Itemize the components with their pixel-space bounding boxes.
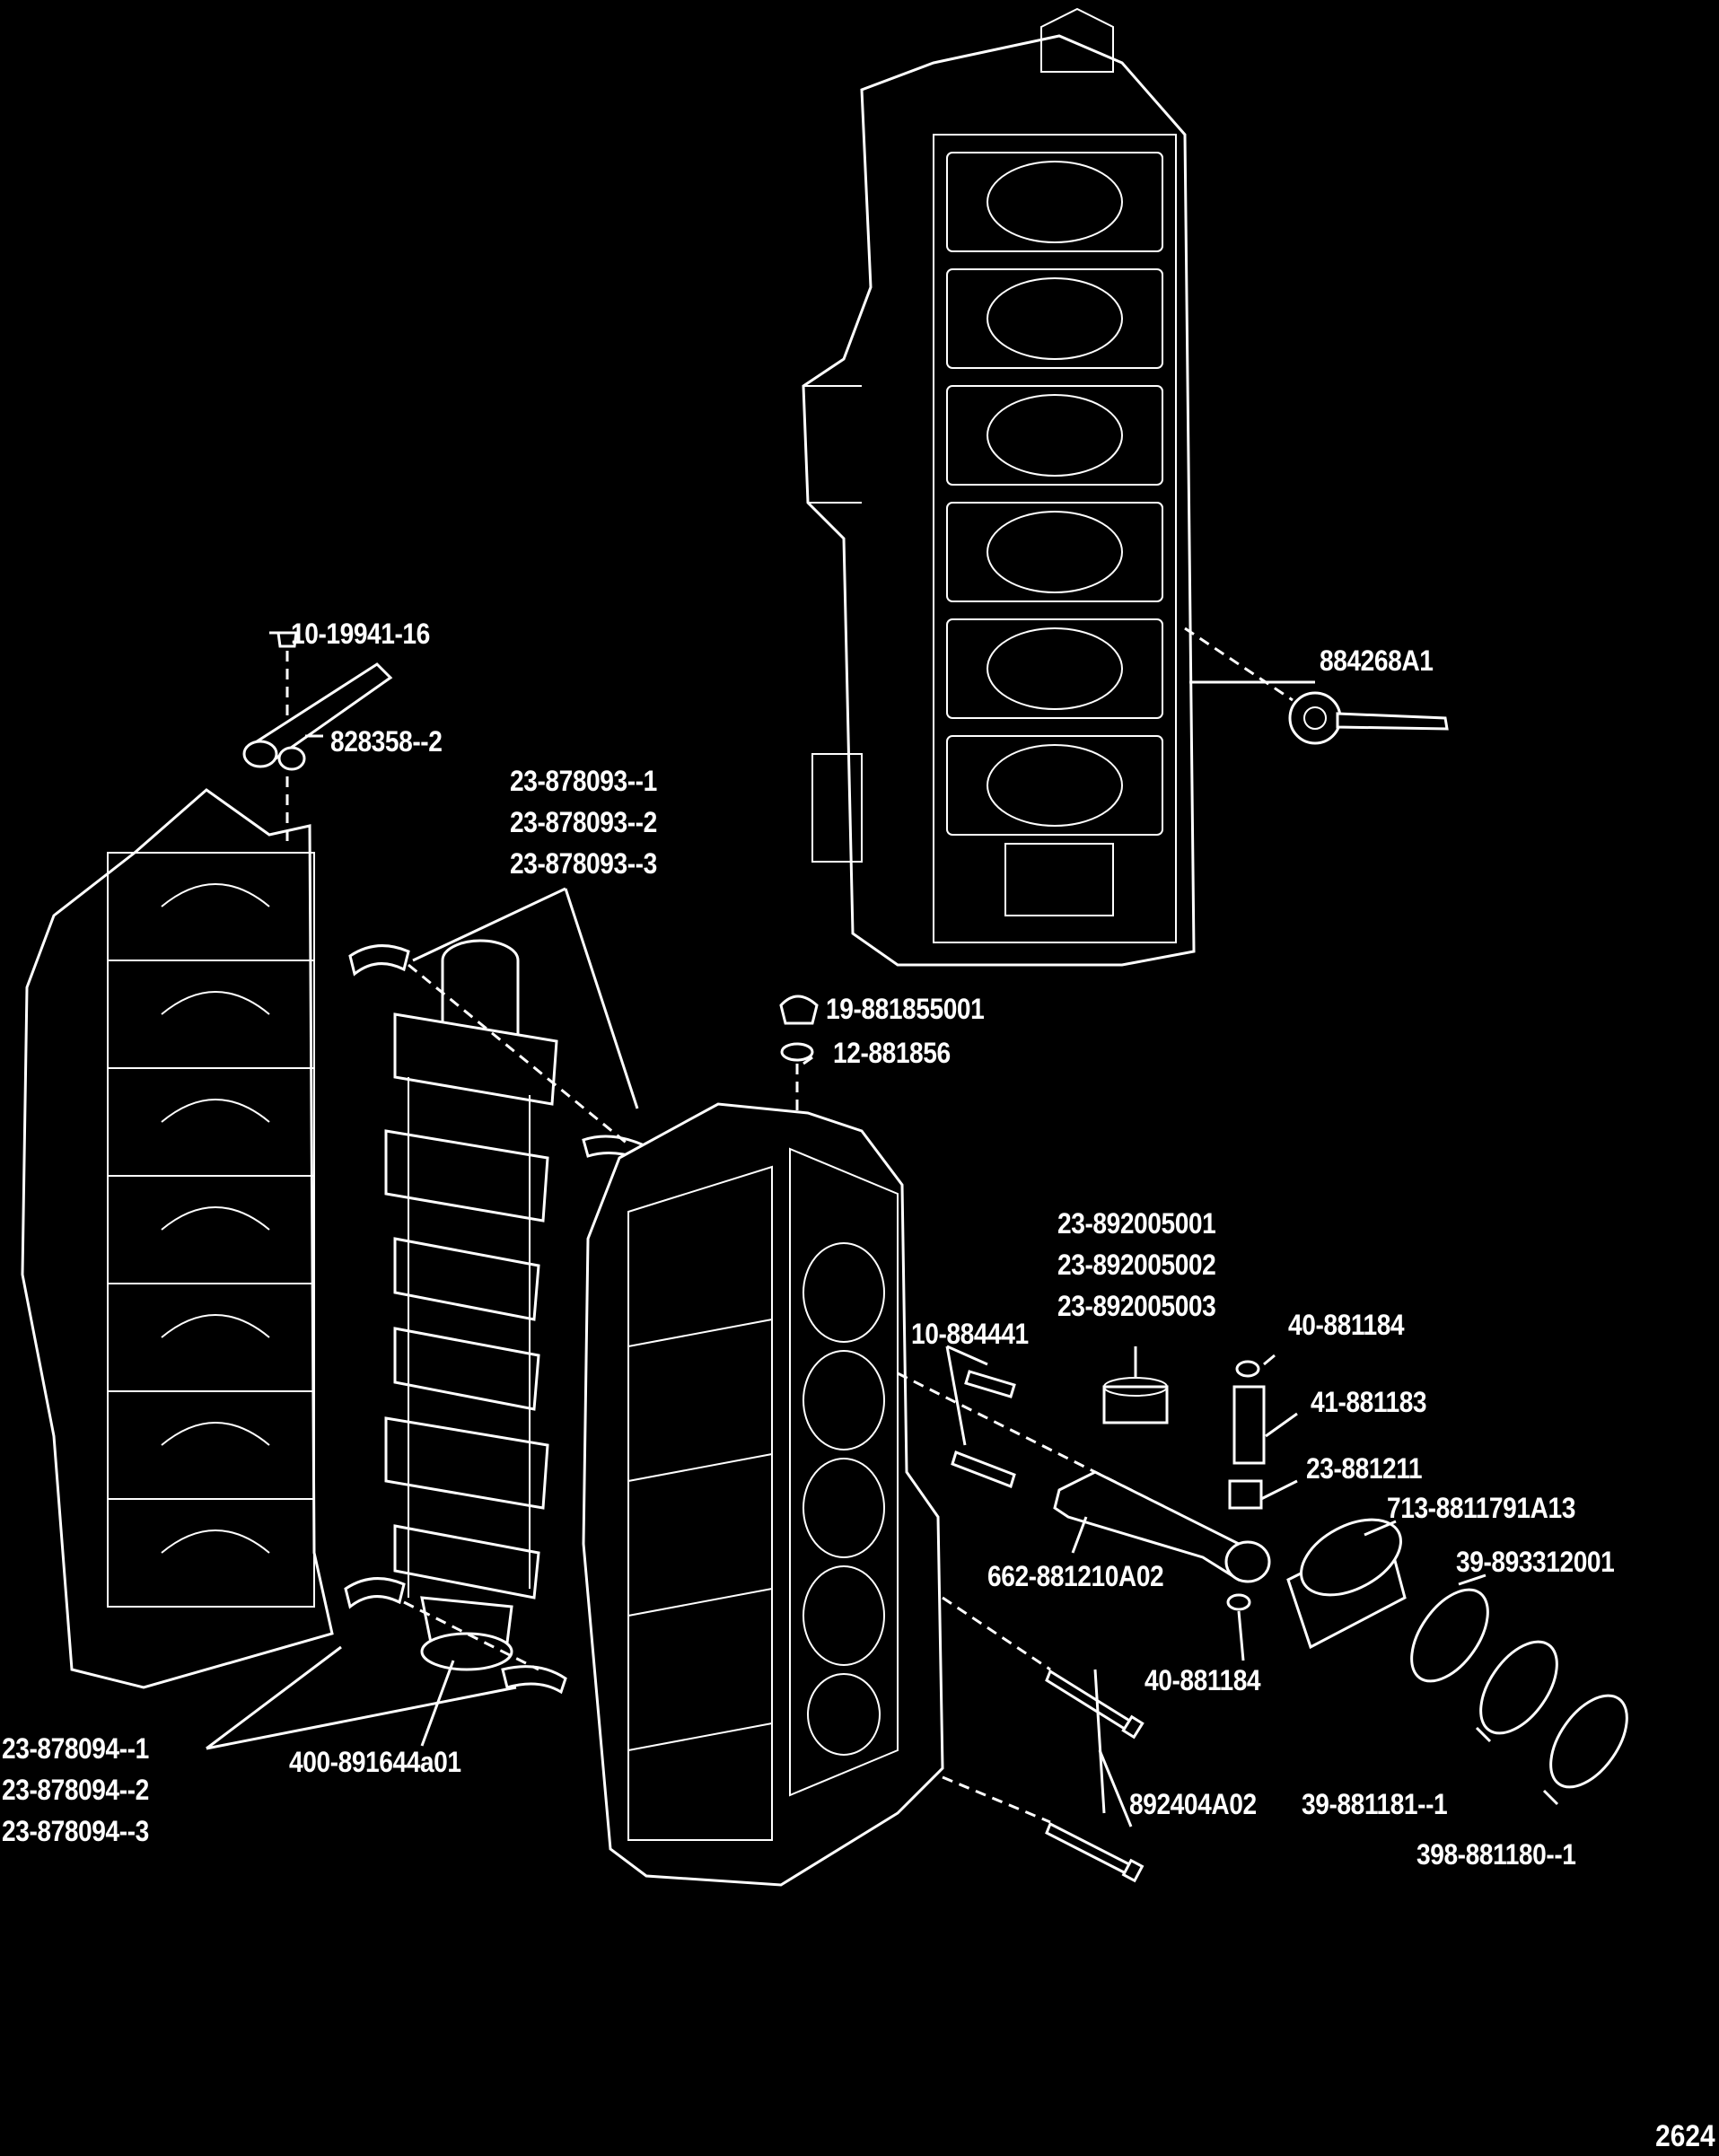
main-bearings — [344, 944, 644, 1695]
label-10-884441: 10-884441 — [911, 1318, 1029, 1350]
connecting-rod-assembly — [897, 1360, 1628, 1789]
label-40-881184-bottom: 40-881184 — [1145, 1664, 1261, 1696]
leader-lines — [206, 631, 1559, 1827]
label-884268A1: 884268A1 — [1320, 644, 1434, 677]
label-12-881856: 12-881856 — [833, 1037, 951, 1069]
label-400-891644a01: 400-891644a01 — [289, 1746, 461, 1778]
fitting-828358-2 — [242, 662, 393, 771]
label-41-881183: 41-881183 — [1311, 1386, 1427, 1418]
label-19-881855001: 19-881855001 — [826, 993, 985, 1025]
dowel-pins — [951, 1370, 1016, 1488]
figure-number: 2624 — [1655, 2119, 1715, 2153]
plug-19-881855001 — [779, 995, 819, 1113]
label-828358-2: 828358--2 — [330, 725, 443, 758]
label-39-881181-1: 39-881181--1 — [1302, 1788, 1448, 1820]
fitting-884268A1 — [1184, 627, 1449, 745]
label-10-19941-16: 10-19941-16 — [291, 618, 430, 650]
label-39-893312001: 39-893312001 — [1456, 1546, 1615, 1578]
cylinder-block-front — [582, 1102, 944, 1887]
label-892404A02: 892404A02 — [1129, 1788, 1257, 1820]
label-662-881210A02: 662-881210A02 — [987, 1560, 1164, 1592]
label-713-8811791A13: 713-8811791A13 — [1387, 1492, 1575, 1524]
crankcase-cover — [21, 788, 334, 1689]
label-23-881211: 23-881211 — [1306, 1452, 1423, 1485]
label-40-881184-top: 40-881184 — [1288, 1309, 1405, 1341]
cylinder-block-top — [802, 7, 1196, 967]
head-bolts — [942, 1596, 1145, 1883]
crankshaft — [384, 939, 558, 1671]
label-398-881180-1: 398-881180--1 — [1416, 1838, 1576, 1871]
